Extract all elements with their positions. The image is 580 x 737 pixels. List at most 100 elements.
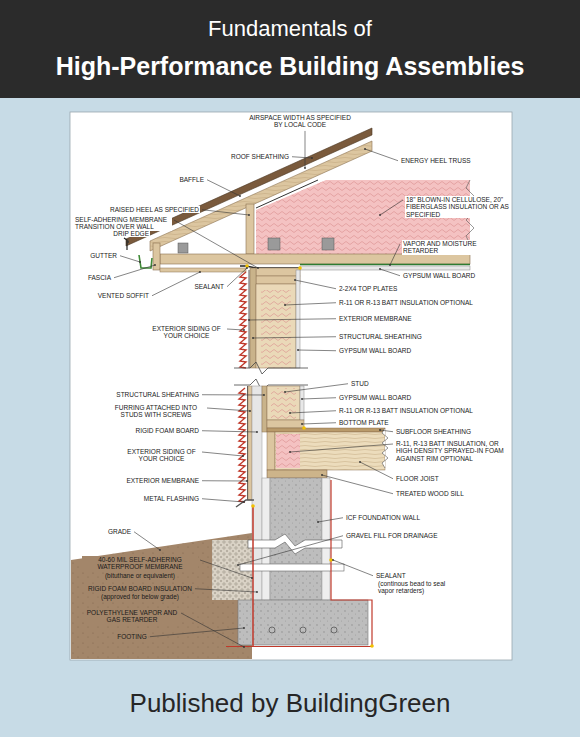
book-title: High-Performance Building Assemblies [56,52,525,81]
leader-line [227,329,244,330]
subfloor [267,428,385,432]
waterproof-membrane [252,505,254,646]
leader-line [295,280,336,289]
leader-line [365,149,398,161]
callout-label: ICF FOUNDATION WALL [345,514,421,521]
leader-line [302,423,336,424]
footing [238,600,368,645]
callout-label: BOTTOM PLATE [338,419,390,426]
leader-line [249,319,336,320]
leader-dot [359,461,361,463]
rim-joist [267,432,275,470]
leader-dot [159,549,161,551]
callout-label: GRADE [107,528,132,535]
rebar [269,627,275,633]
leader-dot [332,559,334,561]
leader-dot [294,279,296,281]
leader-dot [321,474,323,476]
leader-dot [246,480,248,482]
callout-label: GYPSUM WALL BOARD [402,272,476,279]
truss-top-chord [150,141,372,251]
raised-heel [246,204,254,254]
callout-label: EXTERIOR MEMBRANE [125,477,200,484]
leader-dot [364,148,366,150]
callout-label: EXTERIOR SIDING OF YOUR CHOICE [123,448,200,463]
rim-insulation [276,434,300,468]
leader-dot [379,214,381,216]
icf-foam [262,478,270,600]
leader-line [380,430,393,432]
callout-label: BAFFLE [178,176,205,183]
header-bar [0,0,580,98]
leader-dot [379,268,381,270]
callout-label: R-11, R-13 BATT INSULATION, OR HIGH DENS… [395,440,511,462]
blocking [322,238,334,250]
leader-dot [243,329,245,331]
leader-line [285,303,336,305]
blocking [268,238,280,250]
grade [71,533,252,659]
gypsum-board [300,386,304,420]
callout-label: SEALANT [193,283,225,290]
grade [71,533,252,659]
break-line [234,362,308,374]
leader-dot [256,431,258,433]
leader-line [290,411,336,413]
drawing-panel [70,112,512,660]
metal-flashing [236,500,254,507]
leader-dot [256,591,258,593]
callout-label: RIGID FOAM BOARD [134,427,200,434]
leader-dot [242,455,244,457]
callout-label: ENERGY HEEL TRUSS [400,157,472,164]
leader-line [238,536,343,565]
leader-line [305,131,306,168]
leader-dot [249,410,251,412]
treated-sill [267,470,327,478]
leader-line [114,265,155,278]
leader-dot [301,423,303,425]
callout-label: FLOOR JOIST [395,475,440,482]
leader-dot [243,646,245,648]
leader-line [207,408,250,411]
callout-label: GYPSUM WALL BOARD [338,347,412,354]
callout-label: RAISED HEEL AS SPECIFIED [109,206,200,213]
structural-sheathing [250,268,256,368]
leader-dot [246,267,248,269]
leader-dot [284,391,286,393]
sealant [370,644,374,648]
icf-foam [322,478,330,600]
leader-line [120,256,140,262]
stud [267,386,300,420]
leader-line [318,518,343,522]
leader-line [390,244,400,265]
leader-dot [379,429,381,431]
gutter [139,255,152,268]
vapor-retarder [300,264,470,266]
leader-line [195,589,257,592]
leader-line [253,337,336,338]
leader-line [380,269,400,276]
leader-dot [251,577,253,579]
leader-line [202,210,249,215]
callout-label: EXTERIOR MEMBRANE [338,315,413,322]
leader-line [302,398,336,399]
leader-line [128,239,129,242]
leader-line [322,475,393,494]
break-line [382,428,388,468]
callout-label: (approved for below grade) [100,593,180,600]
leader-dot [139,261,141,263]
leader-line [290,444,393,452]
sealant [302,426,306,430]
callout-label: TREATED WOOD SILL [395,490,465,497]
leader-line [181,613,244,647]
callout-label: DRIP EDGE [112,230,150,237]
leader-line [298,350,336,352]
blocking [178,243,188,253]
rim-insulation [276,434,300,468]
callout-label: GYPSUM WALL BOARD [338,394,412,401]
leader-line [202,431,257,432]
batt-insulation [271,388,296,419]
tie-bar [240,564,344,571]
